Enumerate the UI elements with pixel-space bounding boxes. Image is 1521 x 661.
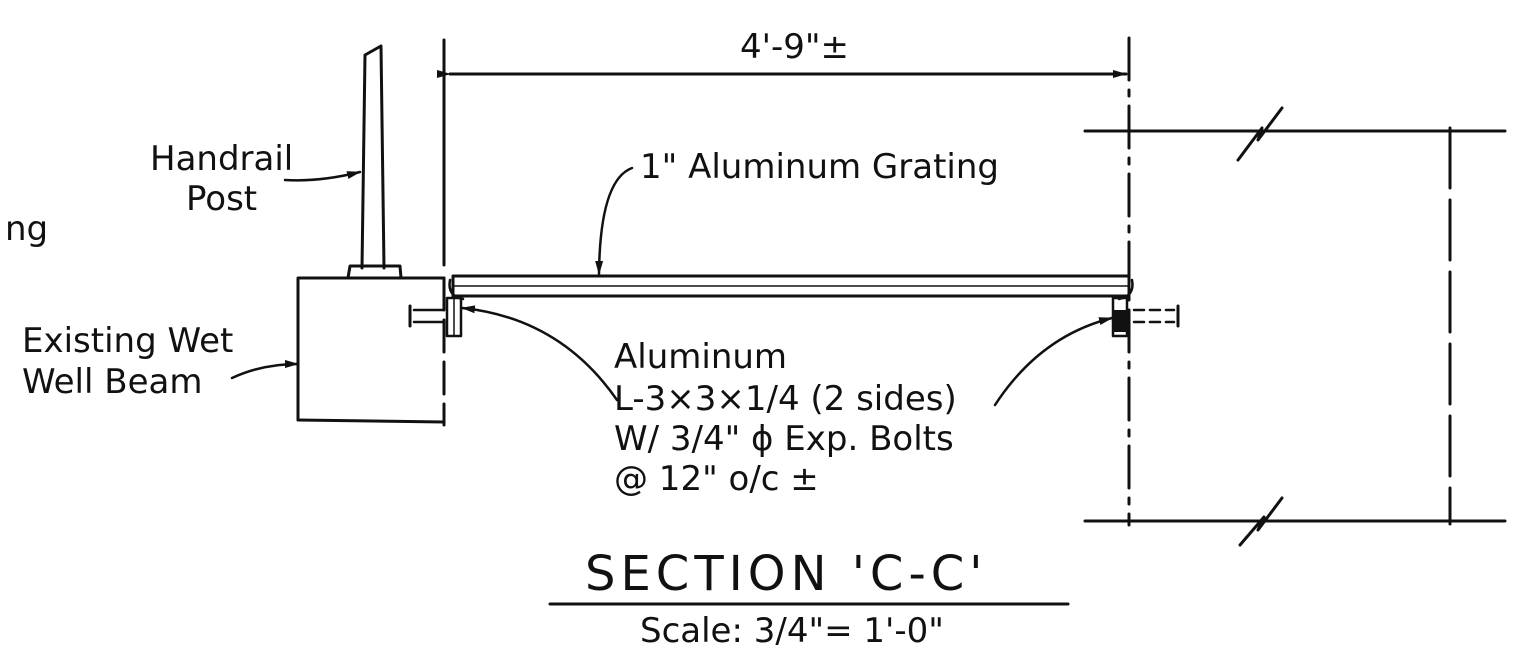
beam-leader xyxy=(230,360,300,380)
left-angle-support xyxy=(408,296,463,338)
angle-note-line-4: @ 12" o/c ± xyxy=(614,459,819,499)
angle-leader-left xyxy=(460,305,619,402)
handrail-label-line-2: Post xyxy=(186,179,257,219)
dimension-value: 4'-9"± xyxy=(740,27,849,67)
beam-label-line-2: Well Beam xyxy=(22,362,202,402)
handrail-label-line-1: Handrail xyxy=(150,139,293,179)
section-title: SECTION 'C-C' xyxy=(585,546,987,602)
right-angle-support xyxy=(1111,296,1180,338)
grating-label: 1" Aluminum Grating xyxy=(640,147,999,187)
adjacent-wall-section xyxy=(1083,106,1507,547)
handrail-post xyxy=(346,44,403,280)
section-scale: Scale: 3/4"= 1'-0" xyxy=(640,611,944,651)
aluminum-grating xyxy=(448,274,1134,301)
angle-note-line-2: L-3×3×1/4 (2 sides) xyxy=(614,379,957,419)
angle-leader-right xyxy=(993,316,1114,407)
existing-wet-well-beam xyxy=(296,276,446,427)
angle-note-line-3: W/ 3/4" ϕ Exp. Bolts xyxy=(614,419,954,459)
handrail-leader xyxy=(283,170,362,182)
beam-label-line-1: Existing Wet xyxy=(22,321,233,361)
angle-note-line-1: Aluminum xyxy=(614,337,787,377)
grating-leader xyxy=(595,166,634,276)
edge-text-fragment: ng xyxy=(5,209,48,249)
